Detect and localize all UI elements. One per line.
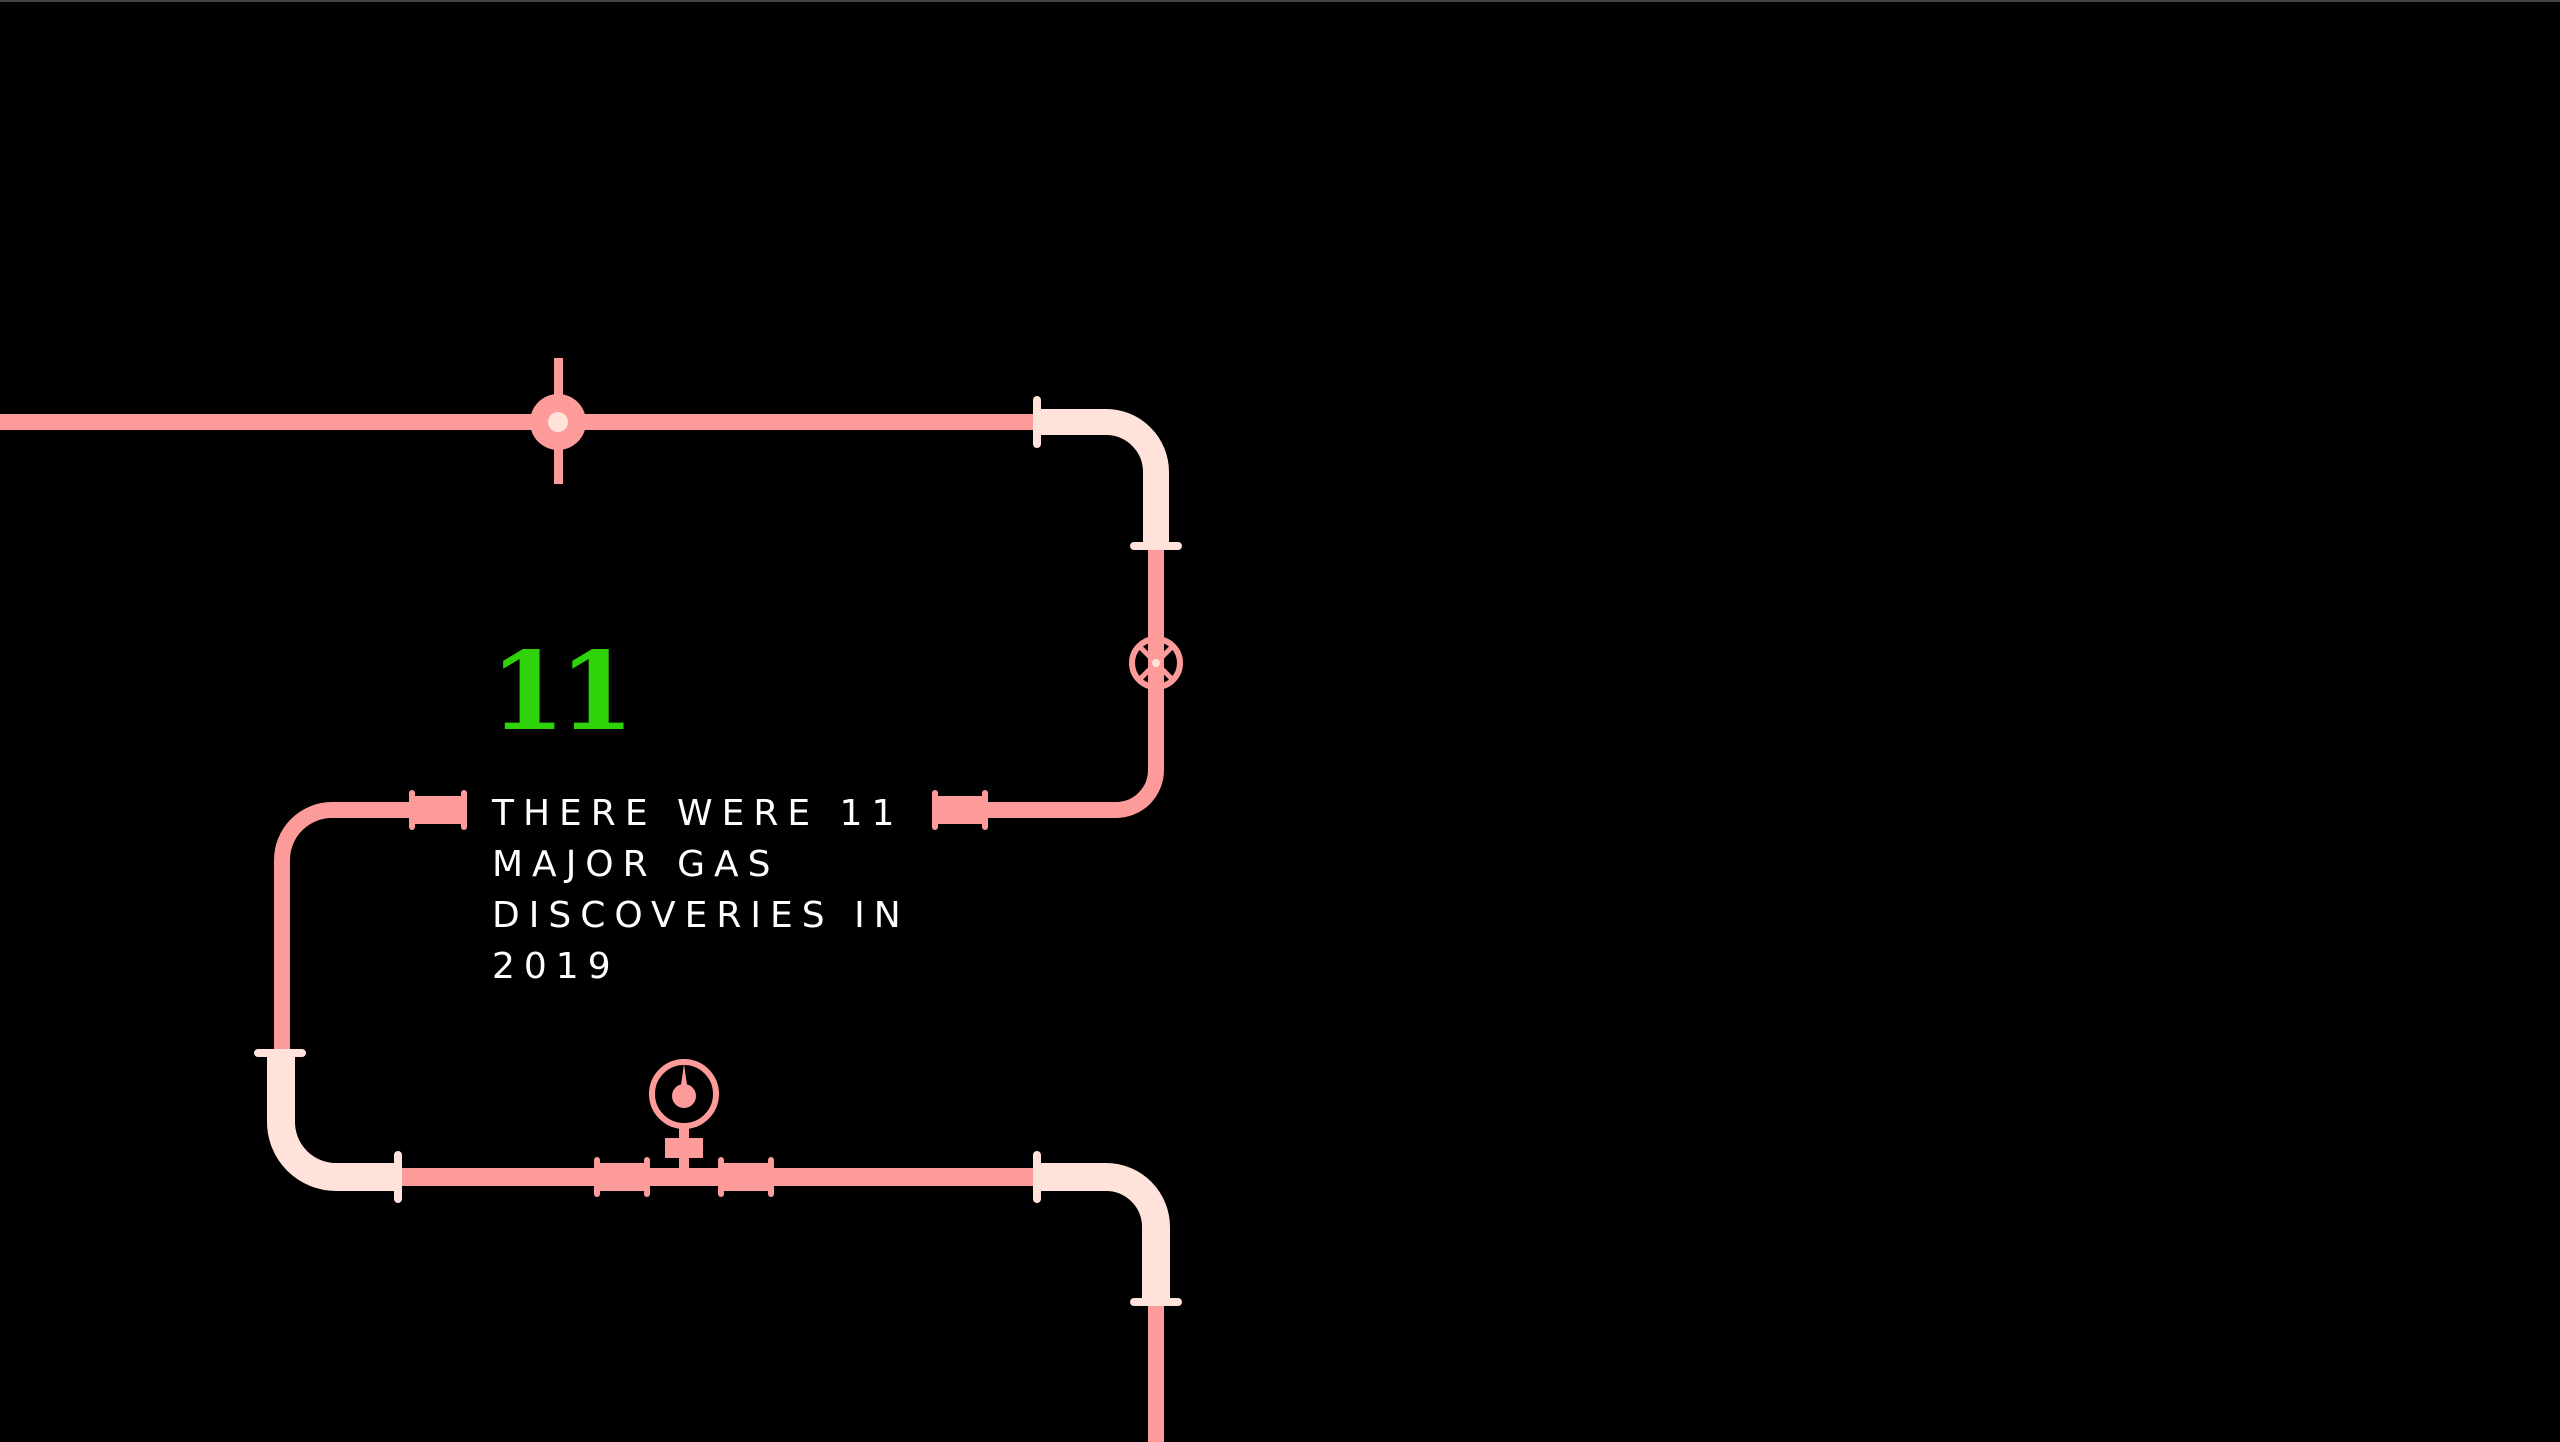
flange <box>1130 542 1182 550</box>
wheel-valve-icon <box>1129 636 1183 690</box>
flanges <box>254 396 1182 1306</box>
flange <box>254 1049 306 1057</box>
coupling <box>932 790 988 830</box>
stat-value: 11 <box>490 629 634 755</box>
pipe-left-middle <box>274 802 411 1053</box>
flange <box>1130 1298 1182 1306</box>
elbow-bottom-left <box>267 1053 398 1191</box>
flange <box>1033 396 1041 448</box>
flange <box>1033 1151 1041 1203</box>
pressure-gauge-icon <box>649 1059 719 1182</box>
elbow-bottom-right <box>1037 1163 1170 1302</box>
pipe-right-middle <box>985 546 1164 818</box>
coupling <box>409 790 467 830</box>
elbow-top-right <box>1037 409 1169 546</box>
coupling <box>718 1157 774 1197</box>
gate-valve-icon <box>530 358 586 484</box>
stat-caption: THERE WERE 11 MAJOR GAS DISCOVERIES IN 2… <box>492 793 910 987</box>
flange <box>394 1151 402 1203</box>
coupling <box>594 1157 650 1197</box>
